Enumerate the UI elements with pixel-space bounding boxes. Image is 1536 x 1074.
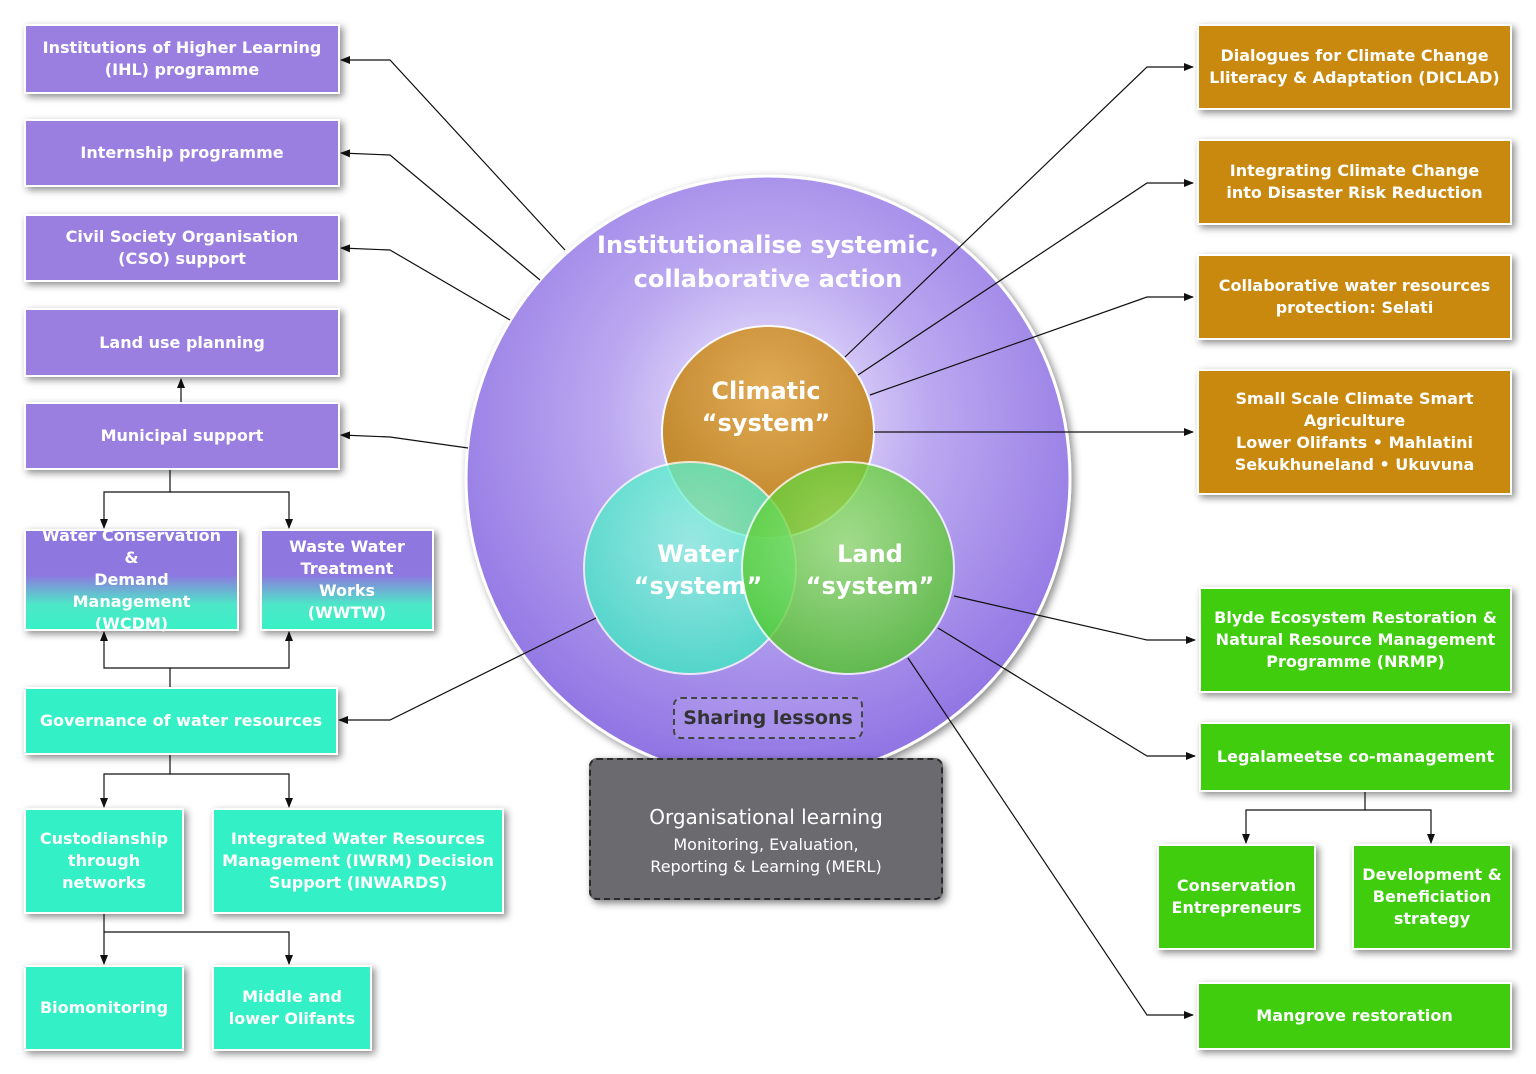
internship-programme-box: Internship programme <box>24 119 340 187</box>
conservation-entrepreneurs-box: Conservation Entrepreneurs <box>1157 844 1316 950</box>
connectors <box>100 56 1435 1019</box>
water-label: Water “system” <box>633 540 763 600</box>
disaster-risk-box: Integrating Climate Change into Disaster… <box>1197 139 1512 225</box>
wwtw-box: Waste Water Treatment Works (WWTW) <box>260 529 434 631</box>
connector-governance-down <box>100 755 171 808</box>
agriculture-box: Small Scale Climate Smart Agriculture Lo… <box>1197 369 1512 495</box>
connector-governance-up-right <box>170 631 293 669</box>
connector-legalameetse-split-right <box>1365 809 1435 844</box>
sharing-lessons-badge: Sharing lessons <box>673 697 863 739</box>
blyde-box: Blyde Ecosystem Restoration & Natural Re… <box>1199 587 1512 693</box>
connector-municipal-split-right <box>170 491 293 529</box>
iwrm-box: Integrated Water Resources Management (I… <box>212 808 504 914</box>
connector-disaster <box>857 179 1194 376</box>
connector-legalameetse <box>937 627 1196 760</box>
connector-ihl <box>340 56 566 251</box>
connector-municipal-split <box>100 470 171 529</box>
biomonitoring-box: Biomonitoring <box>24 965 184 1051</box>
connector-governance-down-right <box>170 773 293 808</box>
land-use-planning-box: Land use planning <box>24 308 340 377</box>
olifants-box: Middle and lower Olifants <box>212 965 372 1051</box>
custodianship-box: Custodianship through networks <box>24 808 184 914</box>
mangrove-restoration-box: Mangrove restoration <box>1197 982 1512 1050</box>
municipal-support-box: Municipal support <box>24 402 340 470</box>
development-beneficiation-box: Development & Beneficiation strategy <box>1352 844 1512 950</box>
selati-box: Collaborative water resources protection… <box>1197 254 1512 340</box>
land-label: Land “system” <box>805 540 935 600</box>
connector-internship <box>340 149 541 281</box>
connector-municipal <box>340 431 469 449</box>
connector-blyde <box>953 595 1196 644</box>
merl-box: Organisational learning Monitoring, Eval… <box>589 758 943 900</box>
wcdm-box: Water Conservation & Demand Management (… <box>24 526 239 633</box>
merl-subtitle: Monitoring, Evaluation, Reporting & Lear… <box>650 835 882 876</box>
climatic-label: Climatic “system” <box>701 377 831 437</box>
connector-diclad <box>844 63 1194 358</box>
legalameetse-box: Legalameetse co-management <box>1199 722 1512 792</box>
connector-selati <box>869 293 1194 396</box>
governance-box: Governance of water resources <box>24 687 338 755</box>
land-circle <box>741 461 955 675</box>
connector-governance-up <box>100 631 171 687</box>
connector-custodianship-right <box>104 931 293 965</box>
merl-title: Organisational learning <box>649 805 883 829</box>
ihl-programme-box: Institutions of Higher Learning (IHL) pr… <box>24 24 340 94</box>
outer-circle-title: Institutionalise systemic, collaborative… <box>597 231 939 293</box>
connector-mangrove <box>907 657 1194 1019</box>
connector-legalameetse-split <box>1242 792 1366 844</box>
connector-cso <box>340 244 511 321</box>
connector-governance <box>338 617 597 724</box>
diclad-box: Dialogues for Climate Change Lliteracy &… <box>1197 24 1512 110</box>
cso-support-box: Civil Society Organisation (CSO) support <box>24 214 340 282</box>
